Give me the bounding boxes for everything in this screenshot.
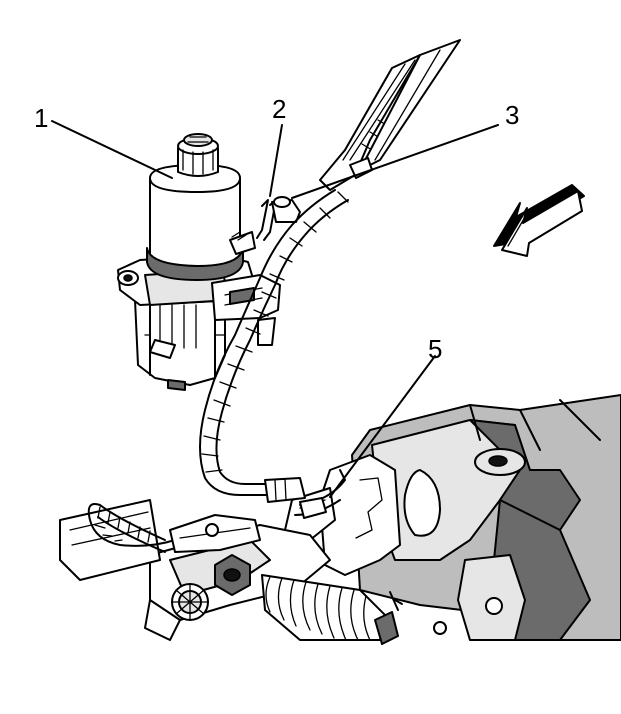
direction-arrow-icon [493,184,585,257]
leader-lines [51,120,499,498]
subframe [351,394,621,641]
callout-3: 3 [505,100,519,130]
callout-1: 1 [34,103,48,133]
pressure-lines [294,469,346,519]
hose-clamp [256,196,301,241]
main-harness [199,39,461,503]
left-harness [87,503,261,553]
pump-motor [134,291,226,391]
callout-2: 2 [272,94,286,124]
fluid-reservoir [146,133,256,281]
callout-5: 5 [428,334,442,364]
